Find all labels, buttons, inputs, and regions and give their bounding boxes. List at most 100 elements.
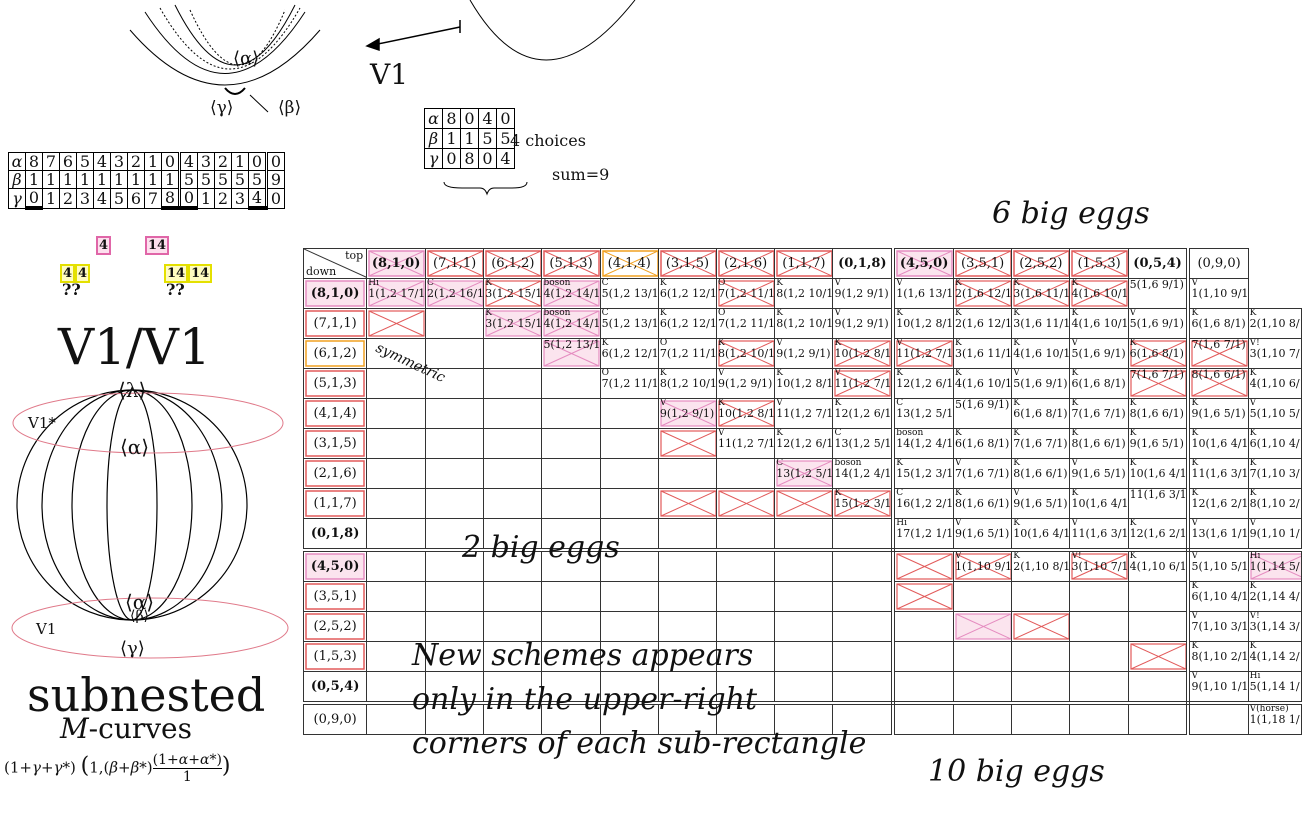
- cell-value: 2(1,6 12/1): [955, 287, 1012, 300]
- grid-cell: [483, 398, 543, 429]
- cell-type: V: [1071, 338, 1078, 348]
- cell-type: K: [1249, 428, 1257, 438]
- column-header-label: (5,1,3): [549, 256, 593, 271]
- grid-cell: 7(1,6 7/1): [1127, 368, 1191, 399]
- mark-4-a: 4: [60, 264, 76, 283]
- cell-value: 7(1,2 11/1): [718, 287, 775, 300]
- cell-type: K: [659, 278, 667, 288]
- grid-cell: [366, 488, 427, 519]
- row-header: (0,5,4): [302, 671, 368, 705]
- grid-cell: Hi5(1,14 1/1): [1247, 671, 1302, 705]
- row-header-label: (5,1,3): [313, 376, 357, 391]
- small-cell: 4: [478, 108, 497, 129]
- grid-cell: K2(1,14 4/1): [1247, 581, 1302, 612]
- abc-cell: 3: [110, 152, 128, 171]
- grid-cell: [1011, 702, 1071, 735]
- grid-cell: 5(1,2 13/1): [541, 338, 601, 369]
- abc-cell: 1: [93, 170, 111, 189]
- cell-value: 7(1,6 7/1): [1071, 407, 1126, 420]
- cell-value: 3(1,6 11/1): [1013, 287, 1070, 300]
- abc-cell: 3: [231, 188, 249, 209]
- cell-value: 8(1,6 6/1): [1129, 407, 1184, 420]
- ten-big-eggs-label: 10 big eggs: [928, 754, 1105, 789]
- small-cell: 1: [442, 128, 461, 149]
- cell-value: 12(1,2 6/1): [776, 437, 833, 450]
- cell-type: K: [659, 308, 667, 318]
- grid-cell: 7(1,6 7/1): [1187, 338, 1249, 369]
- grid-cell: [774, 518, 834, 552]
- grid-cell: [657, 671, 718, 705]
- abc-cell: 4: [93, 152, 111, 171]
- cell-type: K: [1129, 398, 1137, 408]
- cell-type: K: [1191, 581, 1199, 591]
- abc-cell: 1: [161, 170, 181, 189]
- beta-label: ⟨β⟩: [278, 98, 302, 118]
- question-marks-left: ??: [62, 280, 81, 299]
- cell-scheme: Hi1(1,14 5/1): [1250, 552, 1301, 573]
- cell-type: V!: [1249, 611, 1260, 621]
- row-header-label: (0,1,8): [310, 526, 360, 541]
- cell-value: 7(1,2 11/1): [659, 347, 717, 360]
- cell-type: K: [955, 488, 962, 498]
- cell-value: 7(1,6 7/1): [1013, 437, 1068, 450]
- grid-cell: K2(1,10 8/1): [1247, 308, 1302, 339]
- grid-cell: [541, 458, 601, 489]
- cell-value: 5(1,6 9/1): [1071, 347, 1126, 360]
- mark-4-b: 4: [75, 264, 91, 283]
- question-marks-right: ??: [166, 280, 185, 299]
- cell-scheme: Hi5(1,14 1/1): [1250, 672, 1301, 692]
- row-header-label: (4,1,4): [313, 406, 357, 421]
- grid-cell: [599, 518, 659, 552]
- cell-type: V: [1191, 278, 1198, 288]
- grid-cell: K8(1,10 2/1): [1247, 488, 1302, 519]
- cell-type: K: [955, 278, 962, 288]
- column-header: (0,5,4): [1127, 248, 1191, 279]
- cell-value: 9(1,2 9/1): [834, 317, 889, 330]
- mark-4: 4: [96, 236, 112, 255]
- cell-value: 2(1,10 8/1): [1249, 317, 1301, 330]
- grid-cell: [657, 702, 718, 735]
- grid-cell: [1127, 671, 1191, 705]
- cell-value: 5(1,2 13/1): [543, 338, 601, 351]
- grid-cell: [366, 641, 427, 672]
- m-curves-title: M-curves: [60, 712, 192, 745]
- cell-value: 9(1,6 5/1): [955, 527, 1010, 540]
- cell-type: V: [776, 398, 783, 408]
- grid-cell: [657, 581, 718, 612]
- cell-type: K: [1071, 428, 1079, 438]
- cell-type: K: [601, 338, 609, 348]
- cell-value: 8(1,2 10/1): [776, 317, 833, 330]
- grid-cell: 8(1,6 6/1): [1187, 368, 1249, 399]
- cell-value: 7(1,6 7/1): [955, 467, 1010, 480]
- cell-scheme: K4(1,10 6/1): [1250, 370, 1301, 390]
- cell-type: V: [834, 278, 841, 288]
- row-header: (1,1,7): [302, 488, 368, 519]
- grid-cell: [716, 671, 776, 705]
- grid-cell: [425, 581, 485, 612]
- cell-type: K: [1129, 428, 1137, 438]
